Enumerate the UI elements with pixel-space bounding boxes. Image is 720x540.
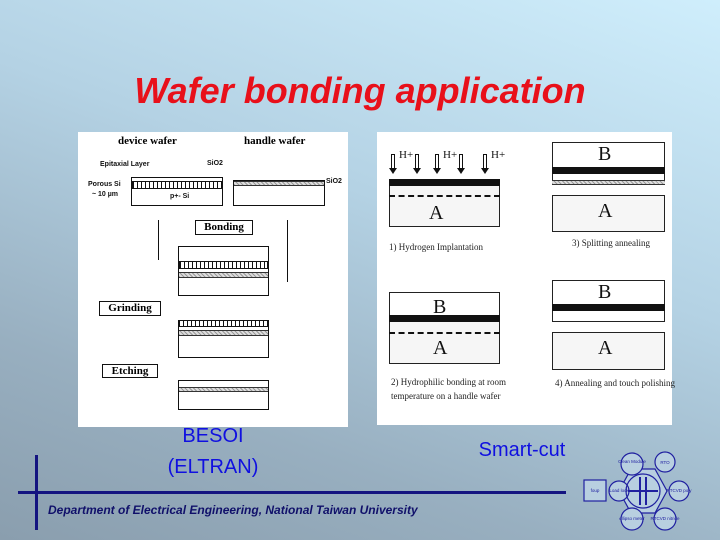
ion-label: H+ [491, 149, 506, 161]
smart-cut-caption: Smart-cut [478, 439, 566, 461]
handle-wafer [233, 180, 325, 206]
ion-label: H+ [443, 149, 458, 161]
cluster-tool-logo: Clean Module RTO RTCVD poly RTCVD nitrid… [583, 451, 693, 531]
footer-divider [18, 491, 566, 494]
footer-divider-vertical [35, 455, 38, 530]
wafer-a [389, 179, 500, 227]
thickness-label: ~ 10 µm [92, 191, 119, 198]
wafer-a [552, 195, 665, 232]
logo-label: ellipso meter [619, 516, 645, 521]
logo-label: RTCVD poly [667, 488, 693, 493]
ground-stack [178, 320, 269, 358]
step-caption: 4) Annealing and touch polishing [555, 378, 675, 388]
logo-label: RTCVD nitride [651, 516, 680, 521]
logo-label: RTO [660, 460, 670, 465]
layer-b-label: B [598, 281, 612, 303]
ion-label: H+ [399, 149, 414, 161]
layer-b-label: B [433, 296, 447, 318]
slide-title: Wafer bonding application [134, 70, 586, 111]
step-etching: Etching [102, 364, 158, 378]
sio2-label: SiO2 [207, 160, 223, 167]
besoi-process-figure: device wafer handle wafer Epitaxial Laye… [78, 132, 348, 427]
sio2-label: SiO2 [326, 178, 342, 185]
step-caption: 1) Hydrogen Implantation [389, 242, 483, 252]
device-wafer [131, 177, 223, 206]
arrow-line [287, 220, 288, 282]
layer-a-label: A [598, 200, 613, 222]
logo-label: foup [591, 488, 600, 493]
wafer-b [552, 280, 665, 322]
handle-wafer-label: handle wafer [244, 135, 306, 147]
eltran-caption: (ELTRAN) [167, 456, 259, 478]
step-caption: 2) Hydrophilic bonding at room [391, 377, 506, 387]
step-caption: 3) Splitting annealing [572, 238, 650, 248]
porous-si-label: Porous Si [88, 181, 121, 188]
substrate-label: p+- Si [170, 193, 190, 200]
arrow-line [158, 220, 159, 260]
smart-cut-process-figure: H+ H+ H+ A 1) Hydrogen Implantation B A … [377, 132, 675, 425]
step-caption: temperature on a handle wafer [391, 391, 501, 401]
step-bonding: Bonding [195, 220, 253, 235]
logo-label: Clean Module [618, 459, 646, 464]
bonded-stack [178, 246, 269, 296]
layer-b-label: B [598, 143, 612, 165]
layer-a-label: A [429, 202, 444, 224]
layer-a-label: A [598, 337, 613, 359]
besoi-caption: BESOI [182, 425, 244, 447]
logo-foup [583, 479, 607, 502]
wafer-a [552, 332, 665, 370]
device-wafer-label: device wafer [118, 135, 177, 147]
footer-text: Department of Electrical Engineering, Na… [48, 503, 418, 517]
logo-label: Load lock [609, 488, 629, 493]
wafer-b [552, 142, 665, 185]
epitaxial-layer-label: Epitaxial Layer [100, 161, 150, 168]
step-grinding: Grinding [99, 301, 161, 316]
etched-stack [178, 380, 269, 410]
layer-a-label: A [433, 337, 448, 359]
